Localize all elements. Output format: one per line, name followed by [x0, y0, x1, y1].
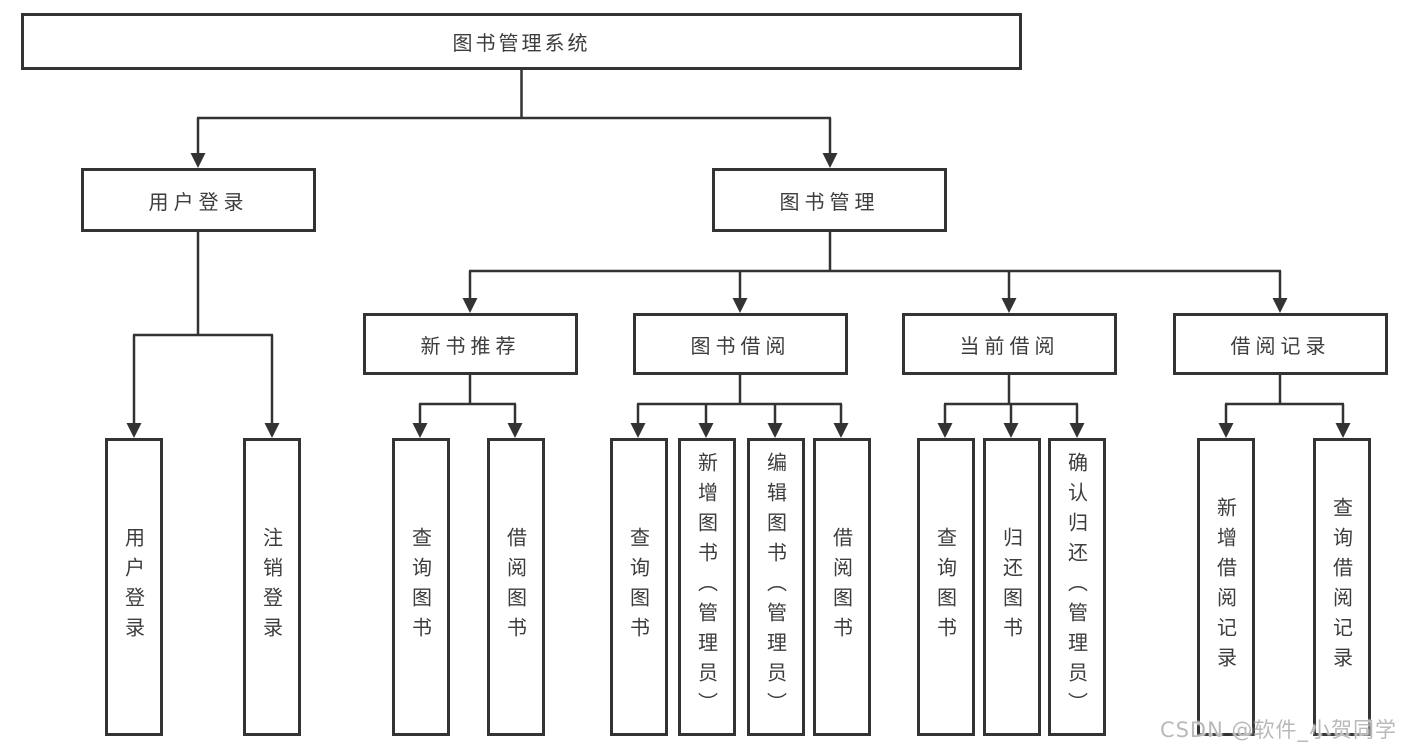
arrow-down-icon: [937, 423, 953, 438]
arrow-down-icon: [264, 423, 280, 438]
node-leaf-query-borrow-record-label: 查询借阅记录: [1329, 497, 1354, 677]
arrow-down-icon: [507, 423, 523, 438]
node-leaf-query-books-current: 查询图书: [917, 438, 975, 736]
node-leaf-logout-label: 注销登录: [259, 527, 284, 647]
node-leaf-query-books-current-label: 查询图书: [933, 527, 958, 647]
arrow-down-icon: [767, 423, 783, 438]
node-leaf-return-book-label: 归还图书: [999, 527, 1024, 647]
arrow-down-icon: [822, 153, 838, 168]
node-leaf-confirm-return-admin: 确认归还（管理员）: [1048, 438, 1106, 736]
arrow-down-icon: [732, 298, 748, 313]
arrow-down-icon: [1218, 423, 1234, 438]
node-leaf-add-borrow-record: 新增借阅记录: [1197, 438, 1255, 736]
node-leaf-borrow-books-borrowing: 借阅图书: [813, 438, 871, 736]
node-current-borrowing-label: 当前借阅: [959, 333, 1060, 358]
node-leaf-query-books-borrowing: 查询图书: [610, 438, 668, 736]
node-leaf-add-book-admin-label: 新增图书（管理员）: [694, 452, 719, 722]
arrow-down-icon: [190, 153, 206, 168]
arrow-down-icons: [126, 153, 1351, 438]
node-leaf-add-borrow-record-label: 新增借阅记录: [1213, 497, 1238, 677]
watermark: CSDN @软件_小贺同学: [1159, 718, 1397, 742]
node-root-label: 图书管理系统: [452, 31, 591, 55]
node-leaf-borrow-books-recommend-label: 借阅图书: [503, 527, 528, 647]
arrow-down-icon: [462, 298, 478, 313]
node-user-login-label: 用户登录: [148, 189, 249, 214]
node-leaf-borrow-books-recommend: 借阅图书: [487, 438, 545, 736]
arrow-down-icon: [630, 423, 646, 438]
arrow-down-icon: [412, 423, 428, 438]
tree-branch-lines: [132, 70, 1345, 426]
node-leaf-user-login-label: 用户登录: [121, 527, 146, 647]
node-leaf-confirm-return-admin-label: 确认归还（管理员）: [1064, 452, 1089, 722]
arrow-down-icon: [1001, 298, 1017, 313]
arrow-down-icon: [698, 423, 714, 438]
node-leaf-logout: 注销登录: [243, 438, 301, 736]
node-borrowing-records: 借阅记录: [1173, 313, 1388, 375]
node-leaf-edit-book-admin: 编辑图书（管理员）: [747, 438, 805, 736]
node-user-login: 用户登录: [81, 168, 316, 232]
node-new-book-recommendation-label: 新书推荐: [420, 333, 521, 358]
node-leaf-query-books-recommend-label: 查询图书: [408, 527, 433, 647]
arrow-down-icon: [126, 423, 142, 438]
node-root: 图书管理系统: [21, 13, 1022, 70]
node-book-borrowing: 图书借阅: [633, 313, 848, 375]
node-book-borrowing-label: 图书借阅: [690, 333, 791, 358]
arrow-down-icon: [1003, 423, 1019, 438]
node-book-management: 图书管理: [712, 168, 947, 232]
node-leaf-add-book-admin: 新增图书（管理员）: [678, 438, 736, 736]
node-borrowing-records-label: 借阅记录: [1230, 333, 1331, 358]
node-leaf-query-books-recommend: 查询图书: [392, 438, 450, 736]
node-new-book-recommendation: 新书推荐: [363, 313, 578, 375]
arrow-down-icon: [1272, 298, 1288, 313]
node-leaf-return-book: 归还图书: [983, 438, 1041, 736]
arrow-down-icon: [1069, 423, 1085, 438]
arrow-down-icon: [1335, 423, 1351, 438]
node-leaf-user-login: 用户登录: [105, 438, 163, 736]
node-leaf-query-borrow-record: 查询借阅记录: [1313, 438, 1371, 736]
node-book-management-label: 图书管理: [779, 189, 880, 214]
node-current-borrowing: 当前借阅: [902, 313, 1117, 375]
arrow-down-icon: [833, 423, 849, 438]
node-leaf-query-books-borrowing-label: 查询图书: [626, 527, 651, 647]
node-leaf-borrow-books-borrowing-label: 借阅图书: [829, 527, 854, 647]
node-leaf-edit-book-admin-label: 编辑图书（管理员）: [763, 452, 788, 722]
